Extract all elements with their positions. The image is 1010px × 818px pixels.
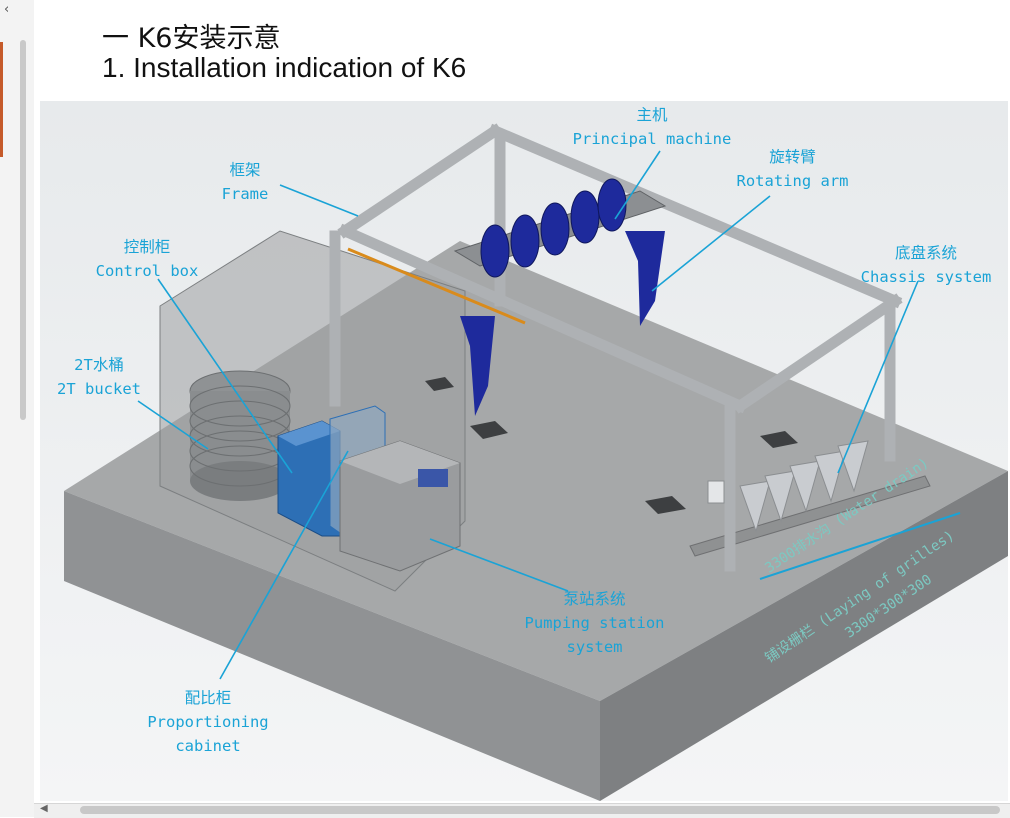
platform-side xyxy=(600,471,1008,801)
rotating-arm-left xyxy=(460,316,495,416)
label-frame-en: Frame xyxy=(221,185,269,203)
gantry-frame xyxy=(329,123,903,572)
water-drain xyxy=(689,475,931,557)
label-chassis-system: 底盘系统 Chassis system xyxy=(852,241,1000,289)
label-rotating-arm: 旋转臂 Rotating arm xyxy=(725,145,860,193)
water-bucket xyxy=(189,370,291,501)
label-2t-bucket-cn: 2T水桶 xyxy=(74,356,124,374)
label-pumping-station: 泵站系统 Pumping station system xyxy=(512,587,677,659)
label-chassis-system-cn: 底盘系统 xyxy=(894,244,957,262)
collapse-left-icon[interactable]: ‹ xyxy=(4,2,10,17)
label-2t-bucket: 2T水桶 2T bucket xyxy=(50,353,148,401)
label-rotating-arm-cn: 旋转臂 xyxy=(769,148,816,166)
slide-title-en: 1. Installation indication of K6 xyxy=(102,52,467,83)
pumping-station xyxy=(339,440,461,572)
label-frame: 框架 Frame xyxy=(210,158,280,206)
label-rotating-arm-en: Rotating arm xyxy=(736,172,849,190)
label-proportioning-cabinet: 配比柜 Proportioning cabinet xyxy=(138,686,278,758)
label-2t-bucket-en: 2T bucket xyxy=(57,380,141,398)
frame-orange-rail xyxy=(347,247,526,325)
slide-title-cn: 一 K6安装示意 xyxy=(102,23,281,54)
principal-machine xyxy=(453,178,667,278)
installation-diagram xyxy=(40,101,1008,801)
label-proportioning-cabinet-en-1: Proportioning xyxy=(147,713,269,731)
floor-pads xyxy=(425,377,798,514)
label-control-box: 控制柜 Control box xyxy=(88,235,206,283)
label-frame-cn: 框架 xyxy=(229,161,261,179)
platform-front xyxy=(64,491,600,801)
vertical-scrollbar[interactable] xyxy=(20,40,26,420)
slide-thumbnail-accent[interactable] xyxy=(0,42,3,157)
label-control-box-en: Control box xyxy=(95,262,199,280)
label-proportioning-cabinet-en-2: cabinet xyxy=(175,737,241,755)
label-pumping-station-cn: 泵站系统 xyxy=(563,590,626,608)
label-chassis-system-en: Chassis system xyxy=(860,268,992,286)
scroll-left-icon[interactable]: ◀ xyxy=(40,803,48,814)
label-pumping-station-en-2: system xyxy=(566,638,623,656)
label-pumping-station-en-1: Pumping station xyxy=(524,614,665,632)
control-box xyxy=(277,420,341,537)
label-principal-machine-en: Principal machine xyxy=(572,130,732,148)
slide-panel: ‹ xyxy=(0,0,35,817)
label-principal-machine-cn: 主机 xyxy=(636,106,668,124)
label-principal-machine: 主机 Principal machine xyxy=(562,103,742,151)
horizontal-scroll-thumb[interactable] xyxy=(80,806,1000,814)
drain-arrow xyxy=(759,512,961,580)
rotating-arm-right xyxy=(625,231,665,326)
leader-lines xyxy=(137,150,919,680)
label-control-box-cn: 控制柜 xyxy=(123,238,171,256)
label-proportioning-cabinet-cn: 配比柜 xyxy=(184,689,232,707)
